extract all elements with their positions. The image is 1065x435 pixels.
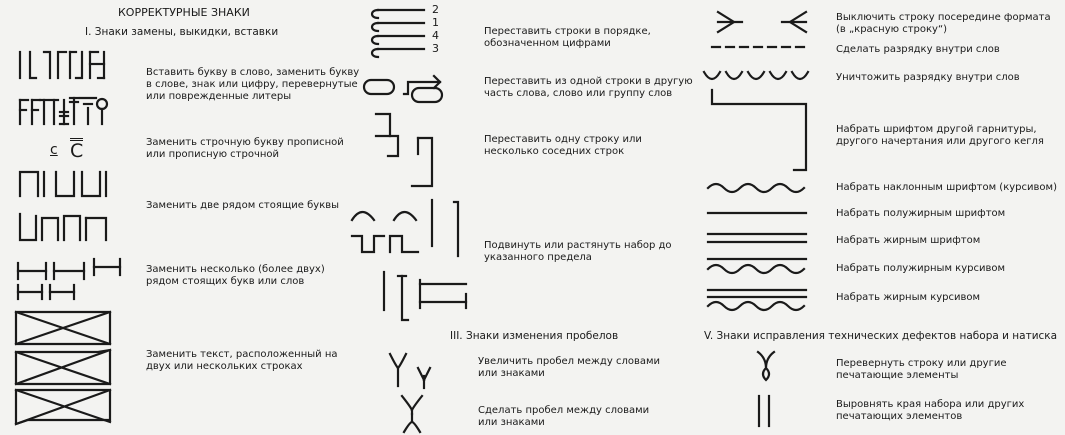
flip-line-mark — [752, 348, 782, 384]
letterspace-mark — [708, 42, 808, 52]
make-space-mark — [398, 392, 428, 434]
bold-mark — [706, 230, 810, 246]
replace-text-box1 — [14, 310, 114, 346]
replace-several-mark — [14, 255, 126, 301]
italic-text: Набрать наклонным шрифтом (курсивом) — [836, 182, 1057, 193]
replace-text-text: Заменить текст, расположенный на двух ил… — [146, 349, 338, 372]
increase-space-text: Увеличить пробел между словами или знака… — [478, 356, 661, 379]
remove-letterspace-text: Уничтожить разрядку внутри слов — [836, 72, 1020, 83]
order-number-4: 3 — [432, 42, 439, 55]
bold-text: Набрать жирным шрифтом — [836, 235, 981, 246]
semibold-mark — [706, 208, 810, 218]
page-title: КОРРЕКТУРНЫЕ ЗНАКИ — [118, 6, 250, 19]
case-uppercase-symbol: C — [70, 138, 84, 162]
align-edges-text: Выровнять края набора или других печатаю… — [836, 399, 1025, 422]
replace-several-text: Заменить несколько (более двух) рядом ст… — [146, 264, 325, 287]
center-line-mark — [714, 8, 810, 38]
replace-text-box3 — [14, 388, 114, 426]
order-number-3: 4 — [432, 29, 439, 42]
other-font-mark — [706, 88, 812, 174]
case-lowercase-symbol: c — [50, 142, 58, 158]
section-heading-3: III. Знаки изменения пробелов — [450, 330, 619, 342]
letterspace-text: Сделать разрядку внутри слов — [836, 44, 1000, 55]
insert-letter-text: Вставить букву в слово, заменить букву в… — [146, 67, 360, 102]
bold-italic-mark — [706, 286, 810, 312]
shift-text-mark — [346, 196, 466, 258]
swap-letters-mark-row2 — [16, 212, 112, 244]
bold-italic-text: Набрать жирным курсивом — [836, 292, 981, 303]
move-part-mark — [360, 72, 450, 106]
italic-mark — [706, 180, 810, 196]
section-heading-5: V. Знаки исправления технических дефекто… — [704, 330, 1058, 342]
swap-two-text: Заменить две рядом стоящие буквы — [146, 200, 340, 211]
replace-text-box2 — [14, 348, 114, 386]
move-lines-mark — [368, 110, 444, 190]
move-part-text: Переставить из одной строки в другую час… — [484, 76, 693, 99]
reorder-lines-text: Переставить строки в порядке, обозначенн… — [484, 26, 651, 49]
center-line-text: Выключить строку посередине формата (в „… — [836, 12, 1051, 35]
insert-letter-marks-row2 — [16, 94, 111, 126]
swap-letters-mark-row1 — [16, 170, 112, 200]
flip-line-text: Перевернуть строку или другие печатающие… — [836, 358, 1007, 381]
shift-text-text: Подвинуть или растянуть набор до указанн… — [484, 240, 672, 263]
section-heading-1: I. Знаки замены, выкидки, вставки — [85, 26, 279, 38]
semibold-italic-text: Набрать полужирным курсивом — [836, 263, 1006, 274]
other-font-text: Набрать шрифтом другой гарнитуры, другог… — [836, 124, 1044, 147]
case-change-text: Заменить строчную букву прописной или пр… — [146, 137, 344, 160]
semibold-italic-mark — [706, 255, 810, 279]
order-number-2: 1 — [432, 16, 439, 29]
insert-letter-marks-row1 — [16, 50, 111, 82]
order-number-1: 2 — [432, 3, 439, 16]
increase-space-mark — [386, 350, 436, 390]
shift-limit-mark — [378, 268, 470, 324]
semibold-text: Набрать полужирным шрифтом — [836, 208, 1006, 219]
reorder-lines-mark — [368, 6, 432, 64]
align-edges-mark — [754, 394, 774, 428]
remove-letterspace-mark — [700, 68, 812, 88]
move-lines-text: Переставить одну строку или несколько со… — [484, 134, 642, 157]
make-space-text: Сделать пробел между словами или знаками — [478, 405, 650, 428]
